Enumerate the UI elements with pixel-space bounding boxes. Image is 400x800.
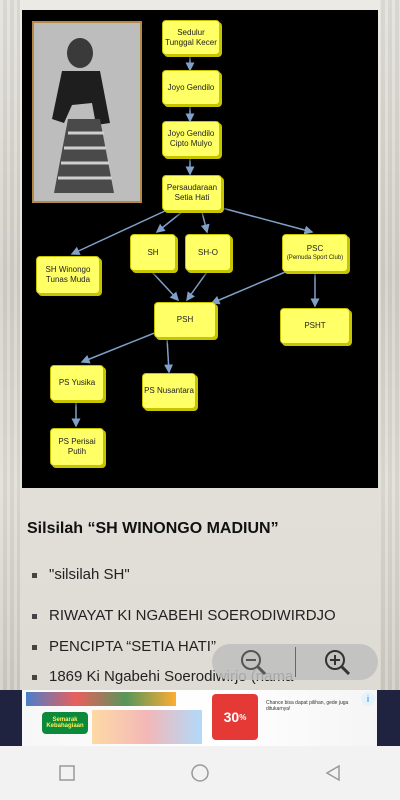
node-psh: PSH — [154, 302, 216, 338]
ad-banner[interactable]: Semarak Kebahagiaan 30% Chance bisa dapa… — [0, 690, 400, 746]
list-item-text: PENCIPTA “SETIA HATI” — [49, 638, 216, 655]
zoom-in-button[interactable] — [296, 644, 379, 680]
node-psc-label: PSC — [306, 244, 324, 253]
ad-badge-value: 30 — [223, 709, 240, 725]
zoom-divider — [294, 647, 296, 677]
chart-connectors — [70, 56, 320, 428]
node-joyo-gendilo-cipto-mulyo: Joyo Gendilo Cipto Mulyo — [162, 121, 220, 157]
circle-icon — [191, 764, 209, 782]
home-button[interactable] — [180, 753, 220, 793]
connector — [151, 271, 180, 302]
connector — [221, 207, 314, 235]
zoom-out-icon — [241, 650, 267, 676]
ad-info-icon[interactable]: i — [361, 692, 375, 706]
connector — [210, 269, 291, 305]
ad-discount-badge: 30% — [212, 694, 258, 740]
node-persaudaraan-setia-hati: Persaudaraan Setia Hati — [162, 175, 222, 211]
zoom-control — [212, 644, 378, 680]
node-psc: PSC (Pemuda Sport Club) — [282, 234, 348, 272]
zoom-out-button[interactable] — [212, 644, 295, 680]
node-ps-perisai-putih: PS Perisai Putih — [50, 428, 104, 466]
connector — [164, 337, 174, 374]
bullet-icon — [32, 674, 37, 680]
node-sh: SH — [130, 234, 176, 271]
triangle-back-icon — [325, 764, 341, 782]
ad-promo-text: Chance bisa dapat pilihan, gede juga dit… — [266, 700, 349, 712]
ad-creative[interactable]: Semarak Kebahagiaan 30% Chance bisa dapa… — [22, 690, 377, 746]
node-sh-winongo-tunas-muda: SH Winongo Tunas Muda — [36, 256, 100, 294]
list-item-text: "silsilah SH" — [49, 566, 130, 583]
person-silhouette-icon — [34, 23, 140, 201]
square-icon — [58, 765, 75, 781]
node-sh-o: SH-O — [185, 234, 231, 271]
node-psc-sub: (Pemuda Sport Club) — [286, 255, 344, 261]
node-psht: PSHT — [280, 308, 350, 344]
brand-logos-strip — [26, 692, 176, 706]
connector — [186, 271, 208, 302]
recent-apps-button[interactable] — [47, 753, 87, 793]
node-ps-yusika: PS Yusika — [50, 365, 104, 401]
zoom-in-icon — [324, 650, 350, 676]
list-item: "silsilah SH" — [32, 566, 130, 583]
ad-product-images — [92, 710, 202, 744]
bullet-icon — [32, 613, 37, 619]
bullet-icon — [32, 572, 37, 578]
node-sedulur-tunggal-kecer: Sedulur Tunggal Kecer — [162, 20, 220, 55]
bullet-icon — [32, 644, 37, 650]
ad-badge-unit: % — [239, 712, 247, 722]
node-ps-nusantara: PS Nusantara — [142, 373, 196, 409]
list-item: PENCIPTA “SETIA HATI” — [32, 638, 216, 655]
connector — [80, 329, 163, 364]
ad-headline: Semarak Kebahagiaan — [42, 712, 88, 734]
list-item-text: RIWAYAT KI NGABEHI SOERODIWIRDJO — [49, 607, 336, 624]
list-item: RIWAYAT KI NGABEHI SOERODIWIRDJO — [32, 607, 336, 624]
article-heading: Silsilah “SH WINONGO MADIUN” — [27, 520, 279, 537]
node-joyo-gendilo: Joyo Gendilo — [162, 70, 220, 105]
connector — [200, 211, 210, 234]
back-button[interactable] — [313, 753, 353, 793]
genealogy-chart: Sedulur Tunggal Kecer Joyo Gendilo Joyo … — [22, 10, 378, 488]
founder-photo — [32, 21, 142, 203]
connector — [70, 209, 168, 255]
connector — [155, 211, 183, 233]
system-nav-bar — [0, 746, 400, 800]
